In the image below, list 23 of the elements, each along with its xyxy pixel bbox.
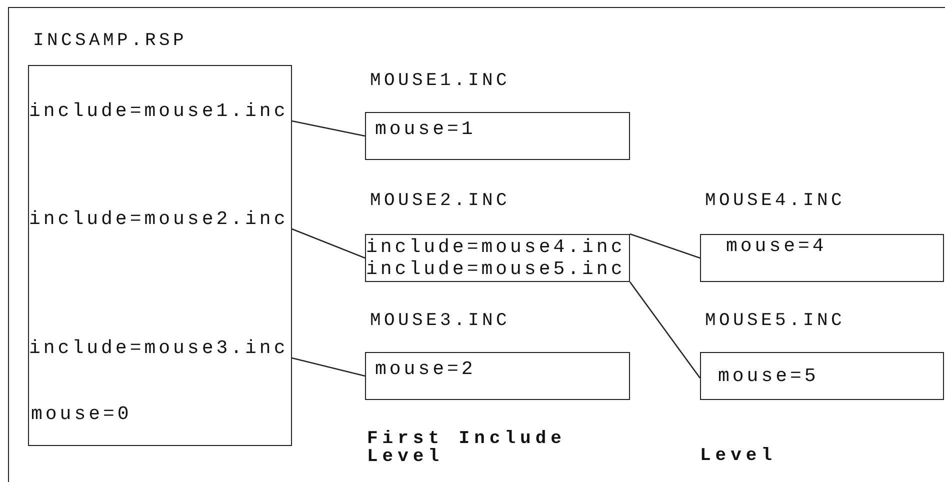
- connector-line: [292, 228, 366, 259]
- file-line: mouse=2: [375, 358, 476, 381]
- file-line: mouse=1: [375, 118, 476, 141]
- connector-line: [630, 233, 700, 259]
- connector-line: [629, 282, 701, 378]
- file-name: MOUSE4.INC: [705, 190, 846, 212]
- include-line: include=mouse5.inc: [366, 258, 629, 281]
- file-name: MOUSE5.INC: [705, 310, 846, 332]
- file-name: MOUSE1.INC: [370, 70, 510, 92]
- include-line: include=mouse2.inc: [29, 208, 291, 231]
- connector-line: [292, 120, 366, 137]
- file-name: INCSAMP.RSP: [33, 30, 188, 52]
- file-name: MOUSE2.INC: [370, 190, 510, 212]
- file-name: MOUSE3.INC: [370, 310, 510, 332]
- level-label: First Include Level: [367, 430, 567, 466]
- connector-line: [292, 357, 366, 377]
- file-line: mouse=0: [31, 403, 132, 426]
- include-line: include=mouse4.inc: [366, 236, 629, 259]
- file-line: mouse=5: [718, 365, 819, 388]
- level-label: Level: [700, 447, 778, 465]
- file-line: mouse=4: [726, 235, 827, 258]
- include-line: include=mouse3.inc: [29, 337, 291, 360]
- include-line: include=mouse1.inc: [29, 100, 291, 123]
